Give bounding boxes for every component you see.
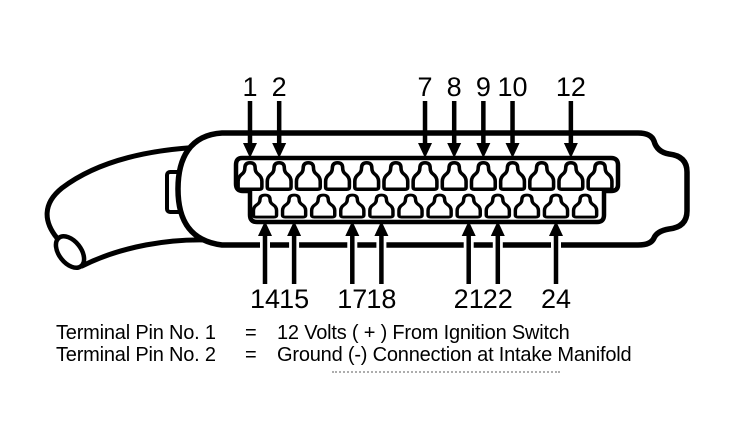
- terminal-pin: [440, 160, 468, 191]
- terminal-pin: [557, 160, 585, 191]
- scan-artifact-dots: [332, 368, 560, 373]
- pin-callout-22: 22: [483, 221, 513, 314]
- pin-number-label: 2: [272, 72, 287, 102]
- pin-callout-12: 12: [556, 72, 586, 158]
- pin-number-label: 7: [418, 72, 433, 102]
- pin-number-label: 22: [483, 284, 513, 314]
- legend-term-2: Terminal Pin No. 2: [56, 344, 216, 366]
- top-pin-row: [236, 160, 614, 191]
- pin-callout-2: 2: [272, 72, 287, 158]
- terminal-pin: [251, 193, 279, 219]
- terminal-pin: [528, 160, 556, 191]
- pin-number-label: 18: [366, 284, 396, 314]
- legend-desc-2: Ground (-) Connection at Intake Manifold: [277, 344, 632, 366]
- terminal-pin: [294, 160, 323, 191]
- pin-number-label: 10: [498, 72, 528, 102]
- terminal-pin: [280, 193, 308, 219]
- terminal-pin: [586, 160, 614, 191]
- legend-equals-2: =: [245, 344, 257, 366]
- pin-number-label: 9: [476, 72, 491, 102]
- pin-number-label: 8: [447, 72, 462, 102]
- terminal-pin: [542, 193, 570, 219]
- pin-callout-15: 15: [279, 221, 309, 314]
- terminal-pin: [484, 193, 512, 219]
- terminal-pin: [426, 193, 453, 219]
- terminal-pin: [513, 193, 541, 219]
- terminal-pin: [455, 193, 482, 219]
- legend-line-1: Terminal Pin No. 1 = 12 Volts ( + ) From…: [0, 322, 729, 344]
- legend-equals-1: =: [245, 322, 257, 344]
- pin-number-label: 15: [279, 284, 309, 314]
- pin-number-label: 17: [337, 284, 367, 314]
- terminal-pin: [571, 193, 599, 219]
- pin-number-label: 1: [242, 72, 257, 102]
- pin-number-label: 12: [556, 72, 586, 102]
- pin-callout-7: 7: [418, 72, 433, 158]
- pin-number-label: 14: [250, 284, 280, 314]
- pin-callout-21: 21: [454, 221, 484, 314]
- pin-callout-17: 17: [337, 221, 367, 314]
- terminal-pin: [382, 160, 410, 191]
- terminal-pin: [397, 193, 424, 219]
- pin-callout-1: 1: [242, 72, 258, 158]
- pin-number-label: 24: [541, 284, 571, 314]
- pin-callout-18: 18: [366, 221, 396, 314]
- legend-term-1: Terminal Pin No. 1: [56, 322, 216, 344]
- pin-number-label: 21: [454, 284, 484, 314]
- pin-callout-14: 14: [250, 221, 280, 314]
- bottom-pin-row: [251, 193, 599, 219]
- terminal-pin: [265, 160, 293, 191]
- terminal-pin: [353, 160, 381, 191]
- terminal-pin: [236, 160, 264, 191]
- terminal-pin: [323, 160, 352, 191]
- terminal-pin: [498, 160, 527, 191]
- terminal-pin: [411, 160, 439, 191]
- pin-callout-10: 10: [498, 72, 528, 158]
- terminal-pin: [368, 193, 395, 219]
- pin-callout-8: 8: [447, 72, 462, 158]
- pin-callout-24: 24: [541, 221, 571, 314]
- terminal-pin: [309, 193, 337, 219]
- pin-callout-9: 9: [476, 72, 491, 158]
- legend-desc-1: 12 Volts ( + ) From Ignition Switch: [277, 322, 570, 344]
- terminal-pin: [469, 160, 498, 191]
- legend-line-2: Terminal Pin No. 2 = Ground (-) Connecti…: [0, 344, 729, 366]
- terminal-pin: [339, 193, 366, 219]
- harness-tube-opening: [53, 234, 87, 270]
